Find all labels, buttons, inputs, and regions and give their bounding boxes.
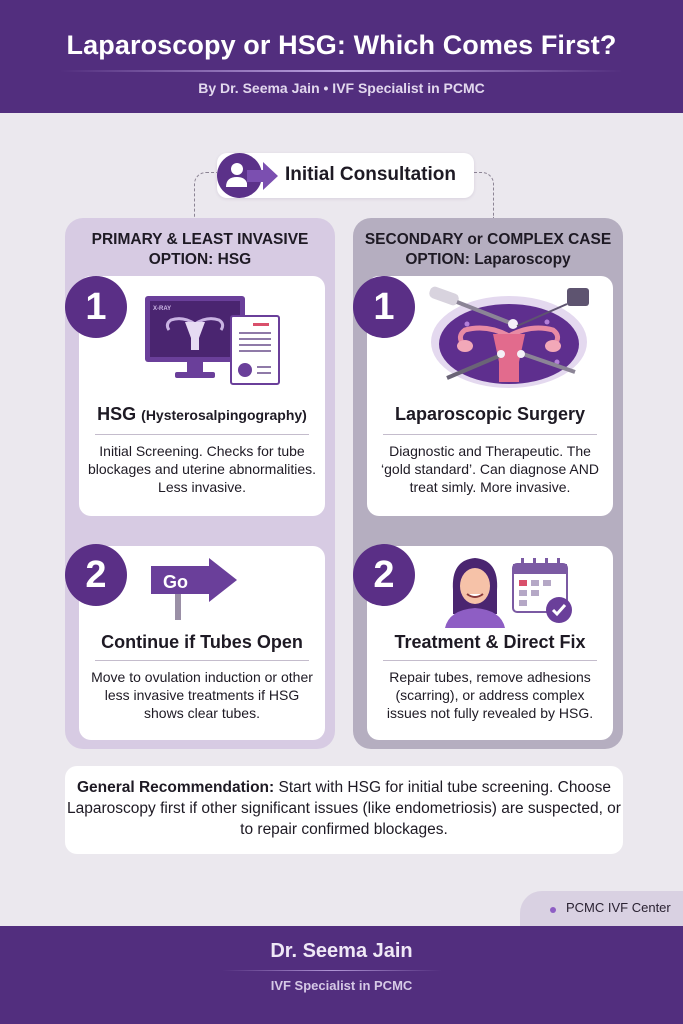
laparoscopy-panel-title-line1: SECONDARY or COMPLEX CASE — [364, 231, 612, 248]
step-number-badge: 2 — [65, 544, 127, 606]
recommendation-text: Start with HSG for initial tube screenin… — [67, 779, 621, 838]
hsg-step-1-card: X-RAY HSG (Hysterosalpingography) Initia… — [79, 276, 325, 516]
hsg-panel-title-line2: OPTION: HSG — [148, 251, 252, 268]
brand-name: PCMC IVF Center — [566, 900, 671, 915]
hsg-option-panel: PRIMARY & LEAST INVASIVE OPTION: HSG X-R… — [65, 218, 335, 749]
svg-text:X-RAY: X-RAY — [153, 306, 171, 312]
page-title: Laparoscopy or HSG: Which Comes First? — [66, 30, 617, 60]
step-number-badge: 2 — [353, 544, 415, 606]
footer-role: IVF Specialist in PCMC — [270, 978, 413, 993]
patient-calendar-check-icon — [445, 558, 572, 628]
connector-right — [474, 172, 494, 218]
initial-consultation-box: Initial Consultation — [217, 153, 474, 198]
treatment-description: Repair tubes, remove adhesions (scarring… — [386, 669, 594, 721]
hsg-title: HSG (Hysterosalpingography) — [79, 404, 325, 425]
hsg-panel-title: PRIMARY & LEAST INVASIVE OPTION: HSG — [65, 230, 335, 270]
consultation-label: Initial Consultation — [285, 164, 456, 185]
general-recommendation-box: General Recommendation: Start with HSG f… — [65, 766, 623, 854]
xray-monitor-icon: X-RAY — [145, 296, 280, 385]
laparoscopy-instruments-icon — [429, 286, 589, 388]
byline: By Dr. Seema Jain • IVF Specialist in PC… — [198, 80, 485, 96]
pcmc-logo-icon — [543, 900, 561, 918]
divider — [95, 434, 309, 435]
laparoscopy-option-panel: SECONDARY or COMPLEX CASE OPTION: Laparo… — [353, 218, 623, 749]
hsg-title-suffix: (Hysterosalpingography) — [141, 407, 307, 423]
connector-left — [194, 172, 220, 220]
footer-banner: Dr. Seema Jain IVF Specialist in PCMC — [0, 926, 683, 1024]
continue-description: Move to ovulation induction or other les… — [91, 669, 313, 721]
recommendation-label: General Recommendation: — [76, 779, 275, 796]
step-number-badge: 1 — [353, 276, 415, 338]
laparoscopy-panel-title: SECONDARY or COMPLEX CASE OPTION: Laparo… — [353, 230, 623, 270]
treatment-title: Treatment & Direct Fix — [394, 632, 586, 652]
brand-tag: PCMC IVF Center — [520, 891, 683, 926]
laparoscopy-title: Laparoscopic Surgery — [394, 404, 586, 424]
hsg-title-text: HSG — [97, 404, 137, 424]
hsg-step-2-card: Go Continue if Tubes Open Move to ovulat… — [79, 546, 325, 740]
header-divider — [60, 70, 623, 72]
laparoscopy-panel-title-line2: OPTION: Laparoscopy — [405, 251, 571, 268]
divider — [95, 660, 309, 661]
laparoscopy-description: Diagnostic and Therapeutic. The ‘gold st… — [381, 443, 599, 495]
go-sign-icon: Go — [151, 558, 237, 620]
divider — [383, 434, 597, 435]
footer-divider — [222, 970, 442, 971]
continue-title: Continue if Tubes Open — [101, 632, 303, 652]
divider — [383, 660, 597, 661]
go-label: Go — [163, 572, 188, 592]
footer-doctor-name: Dr. Seema Jain — [270, 940, 413, 962]
header-banner: Laparoscopy or HSG: Which Comes First? B… — [0, 0, 683, 113]
hsg-panel-title-line1: PRIMARY & LEAST INVASIVE — [91, 231, 309, 248]
step-number-badge: 1 — [65, 276, 127, 338]
arrow-right-icon — [247, 162, 278, 190]
hsg-description: Initial Screening. Checks for tube block… — [87, 443, 317, 495]
